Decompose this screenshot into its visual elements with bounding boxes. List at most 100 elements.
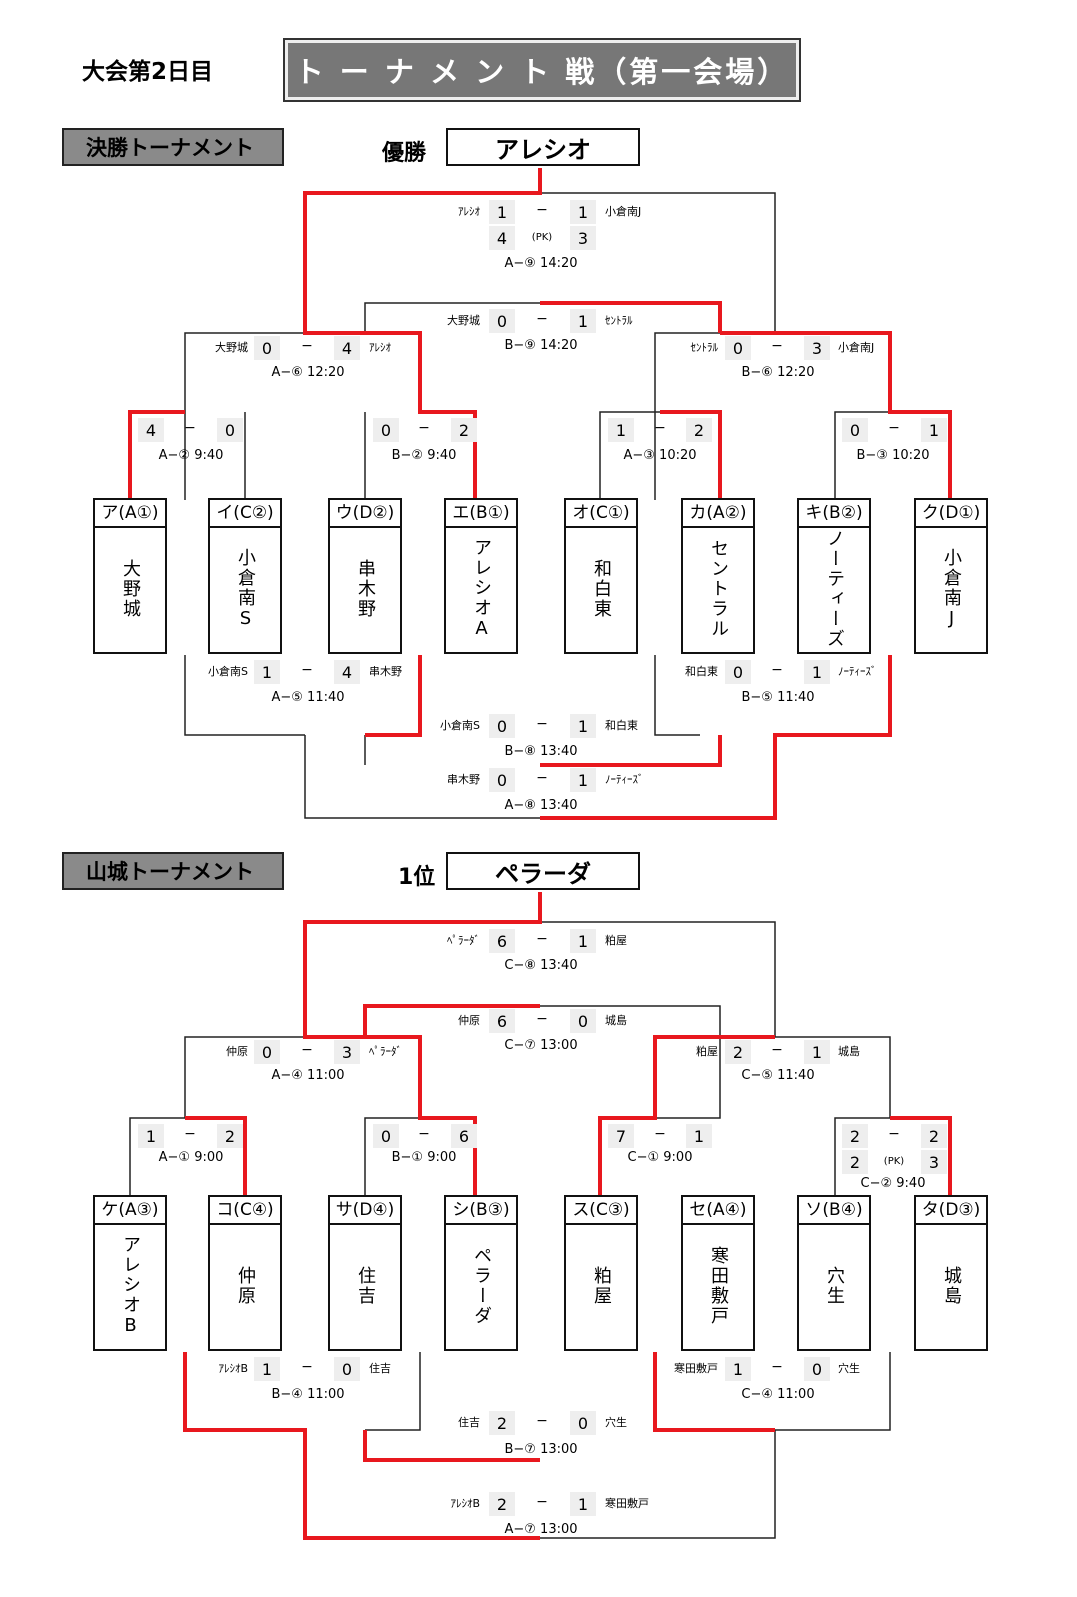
team-code: タ(D③) bbox=[916, 1197, 986, 1225]
pk-label: (PK) bbox=[531, 232, 553, 243]
team-code: シ(B③) bbox=[446, 1197, 516, 1225]
score-left: 2 bbox=[489, 1411, 515, 1435]
final-section-label: 決勝トーナメント bbox=[62, 128, 284, 166]
team-right-name: 住吉 bbox=[369, 1362, 391, 1375]
match-info: A−④ 11:00 bbox=[271, 1068, 345, 1083]
score-dash: − bbox=[654, 420, 666, 436]
team-name: 住吉 bbox=[355, 1266, 376, 1306]
team-name: ノーティーズ bbox=[824, 529, 845, 649]
match-info: B−② 9:40 bbox=[391, 448, 457, 463]
team-box: セ(A④)寒田敷戸 bbox=[681, 1195, 755, 1351]
team-box: ア(A①) 大野城 bbox=[93, 498, 167, 654]
match-info: C−① 9:00 bbox=[627, 1150, 693, 1165]
score-left: 0 bbox=[489, 309, 515, 333]
match-info: B−⑨ 14:20 bbox=[504, 338, 578, 353]
team-left-name: 大野城 bbox=[215, 341, 248, 354]
score-dash: − bbox=[301, 1042, 313, 1058]
match-info: B−④ 11:00 bbox=[271, 1387, 345, 1402]
team-code: ケ(A③) bbox=[95, 1197, 165, 1225]
score-dash: − bbox=[536, 1011, 548, 1027]
score-dash: − bbox=[771, 1042, 783, 1058]
team-name: 大野城 bbox=[120, 559, 141, 619]
team-name: 城島 bbox=[941, 1266, 962, 1306]
match-info: C−⑤ 11:40 bbox=[741, 1068, 815, 1083]
score-right: 0 bbox=[570, 1411, 596, 1435]
score-right: 6 bbox=[451, 1124, 477, 1148]
score-left: 1 bbox=[254, 1357, 280, 1381]
team-box: エ(B①) アレシオA bbox=[444, 498, 518, 654]
team-box: オ(C①)和白東 bbox=[564, 498, 638, 654]
team-box: サ(D④) 住吉 bbox=[328, 1195, 402, 1351]
score-dash: − bbox=[418, 1126, 430, 1142]
team-name: 和白東 bbox=[591, 559, 612, 619]
match-info: A−⑦ 13:00 bbox=[504, 1522, 578, 1537]
match-info: B−③ 10:20 bbox=[856, 448, 930, 463]
score-right: 0 bbox=[570, 1009, 596, 1033]
score-left: 2 bbox=[842, 1124, 868, 1148]
score-left: 0 bbox=[842, 418, 868, 442]
match-info: A−⑥ 12:20 bbox=[271, 365, 345, 380]
score-right: 4 bbox=[334, 336, 360, 360]
pk-left: 4 bbox=[489, 226, 515, 250]
team-code: ウ(D②) bbox=[330, 500, 400, 528]
match-info: B−⑦ 13:00 bbox=[504, 1442, 578, 1457]
team-left-name: ﾍﾟﾗｰﾀﾞ bbox=[447, 934, 480, 947]
team-box: ス(C③)粕屋 bbox=[564, 1195, 638, 1351]
team-left-name: ｾﾝﾄﾗﾙ bbox=[690, 341, 719, 354]
page-banner: ト ー ナ メ ン ト 戦（第一会場） bbox=[283, 38, 801, 102]
team-code: イ(C②) bbox=[210, 500, 280, 528]
yamashiro-winner-box: ペラーダ bbox=[446, 852, 640, 890]
score-dash: − bbox=[536, 1494, 548, 1510]
team-code: エ(B①) bbox=[446, 500, 516, 528]
team-code: ア(A①) bbox=[95, 500, 165, 528]
team-name: セントラル bbox=[708, 539, 729, 639]
team-right-name: 小倉南J bbox=[605, 205, 642, 218]
team-name: アレシオA bbox=[471, 537, 492, 641]
match-info: B−⑤ 11:40 bbox=[741, 690, 815, 705]
team-box: ク(D①) 小倉南J bbox=[914, 498, 988, 654]
score-dash: − bbox=[771, 1359, 783, 1375]
team-name: アレシオB bbox=[120, 1234, 141, 1338]
team-left-name: ｱﾚｼｵB bbox=[218, 1362, 248, 1375]
score-left: 1 bbox=[489, 200, 515, 224]
team-box: キ(B②)ノーティーズ bbox=[797, 498, 871, 654]
team-right-name: 城島 bbox=[605, 1014, 627, 1027]
score-left: 0 bbox=[725, 336, 751, 360]
score-left: 4 bbox=[138, 418, 164, 442]
yamashiro-section-label: 山城トーナメント bbox=[62, 852, 284, 890]
score-right: 1 bbox=[570, 768, 596, 792]
score-right: 2 bbox=[921, 1124, 947, 1148]
score-dash: − bbox=[301, 662, 313, 678]
team-right-name: 穴生 bbox=[605, 1416, 627, 1429]
team-code: ク(D①) bbox=[916, 500, 986, 528]
team-left-name: 仲原 bbox=[458, 1014, 480, 1027]
team-left-name: 和白東 bbox=[685, 665, 718, 678]
score-dash: − bbox=[184, 420, 196, 436]
score-left: 6 bbox=[489, 929, 515, 953]
team-box: イ(C②)小倉南S bbox=[208, 498, 282, 654]
team-box: シ(B③) ペラーダ bbox=[444, 1195, 518, 1351]
team-left-name: 仲原 bbox=[226, 1045, 248, 1058]
team-box: コ(C④)仲原 bbox=[208, 1195, 282, 1351]
score-left: 1 bbox=[254, 660, 280, 684]
score-dash: − bbox=[536, 716, 548, 732]
team-code: サ(D④) bbox=[330, 1197, 400, 1225]
score-dash: − bbox=[536, 1413, 548, 1429]
team-code: ソ(B④) bbox=[799, 1197, 869, 1225]
score-left: 0 bbox=[254, 1040, 280, 1064]
score-left: 1 bbox=[138, 1124, 164, 1148]
score-dash: − bbox=[888, 1126, 900, 1142]
yamashiro-winner-label: 1位 bbox=[398, 865, 436, 890]
match-info: B−① 9:00 bbox=[391, 1150, 457, 1165]
team-right-name: ｱﾚｼｵ bbox=[369, 341, 391, 354]
score-left: 0 bbox=[725, 660, 751, 684]
score-dash: − bbox=[184, 1126, 196, 1142]
team-name: ペラーダ bbox=[471, 1246, 492, 1326]
day-label: 大会第2日目 bbox=[82, 59, 214, 85]
team-name: 串木野 bbox=[355, 559, 376, 619]
match-info: C−⑧ 13:40 bbox=[504, 958, 578, 973]
team-box: ソ(B④)穴生 bbox=[797, 1195, 871, 1351]
team-code: カ(A②) bbox=[683, 500, 753, 528]
team-name: 小倉南J bbox=[941, 547, 962, 631]
